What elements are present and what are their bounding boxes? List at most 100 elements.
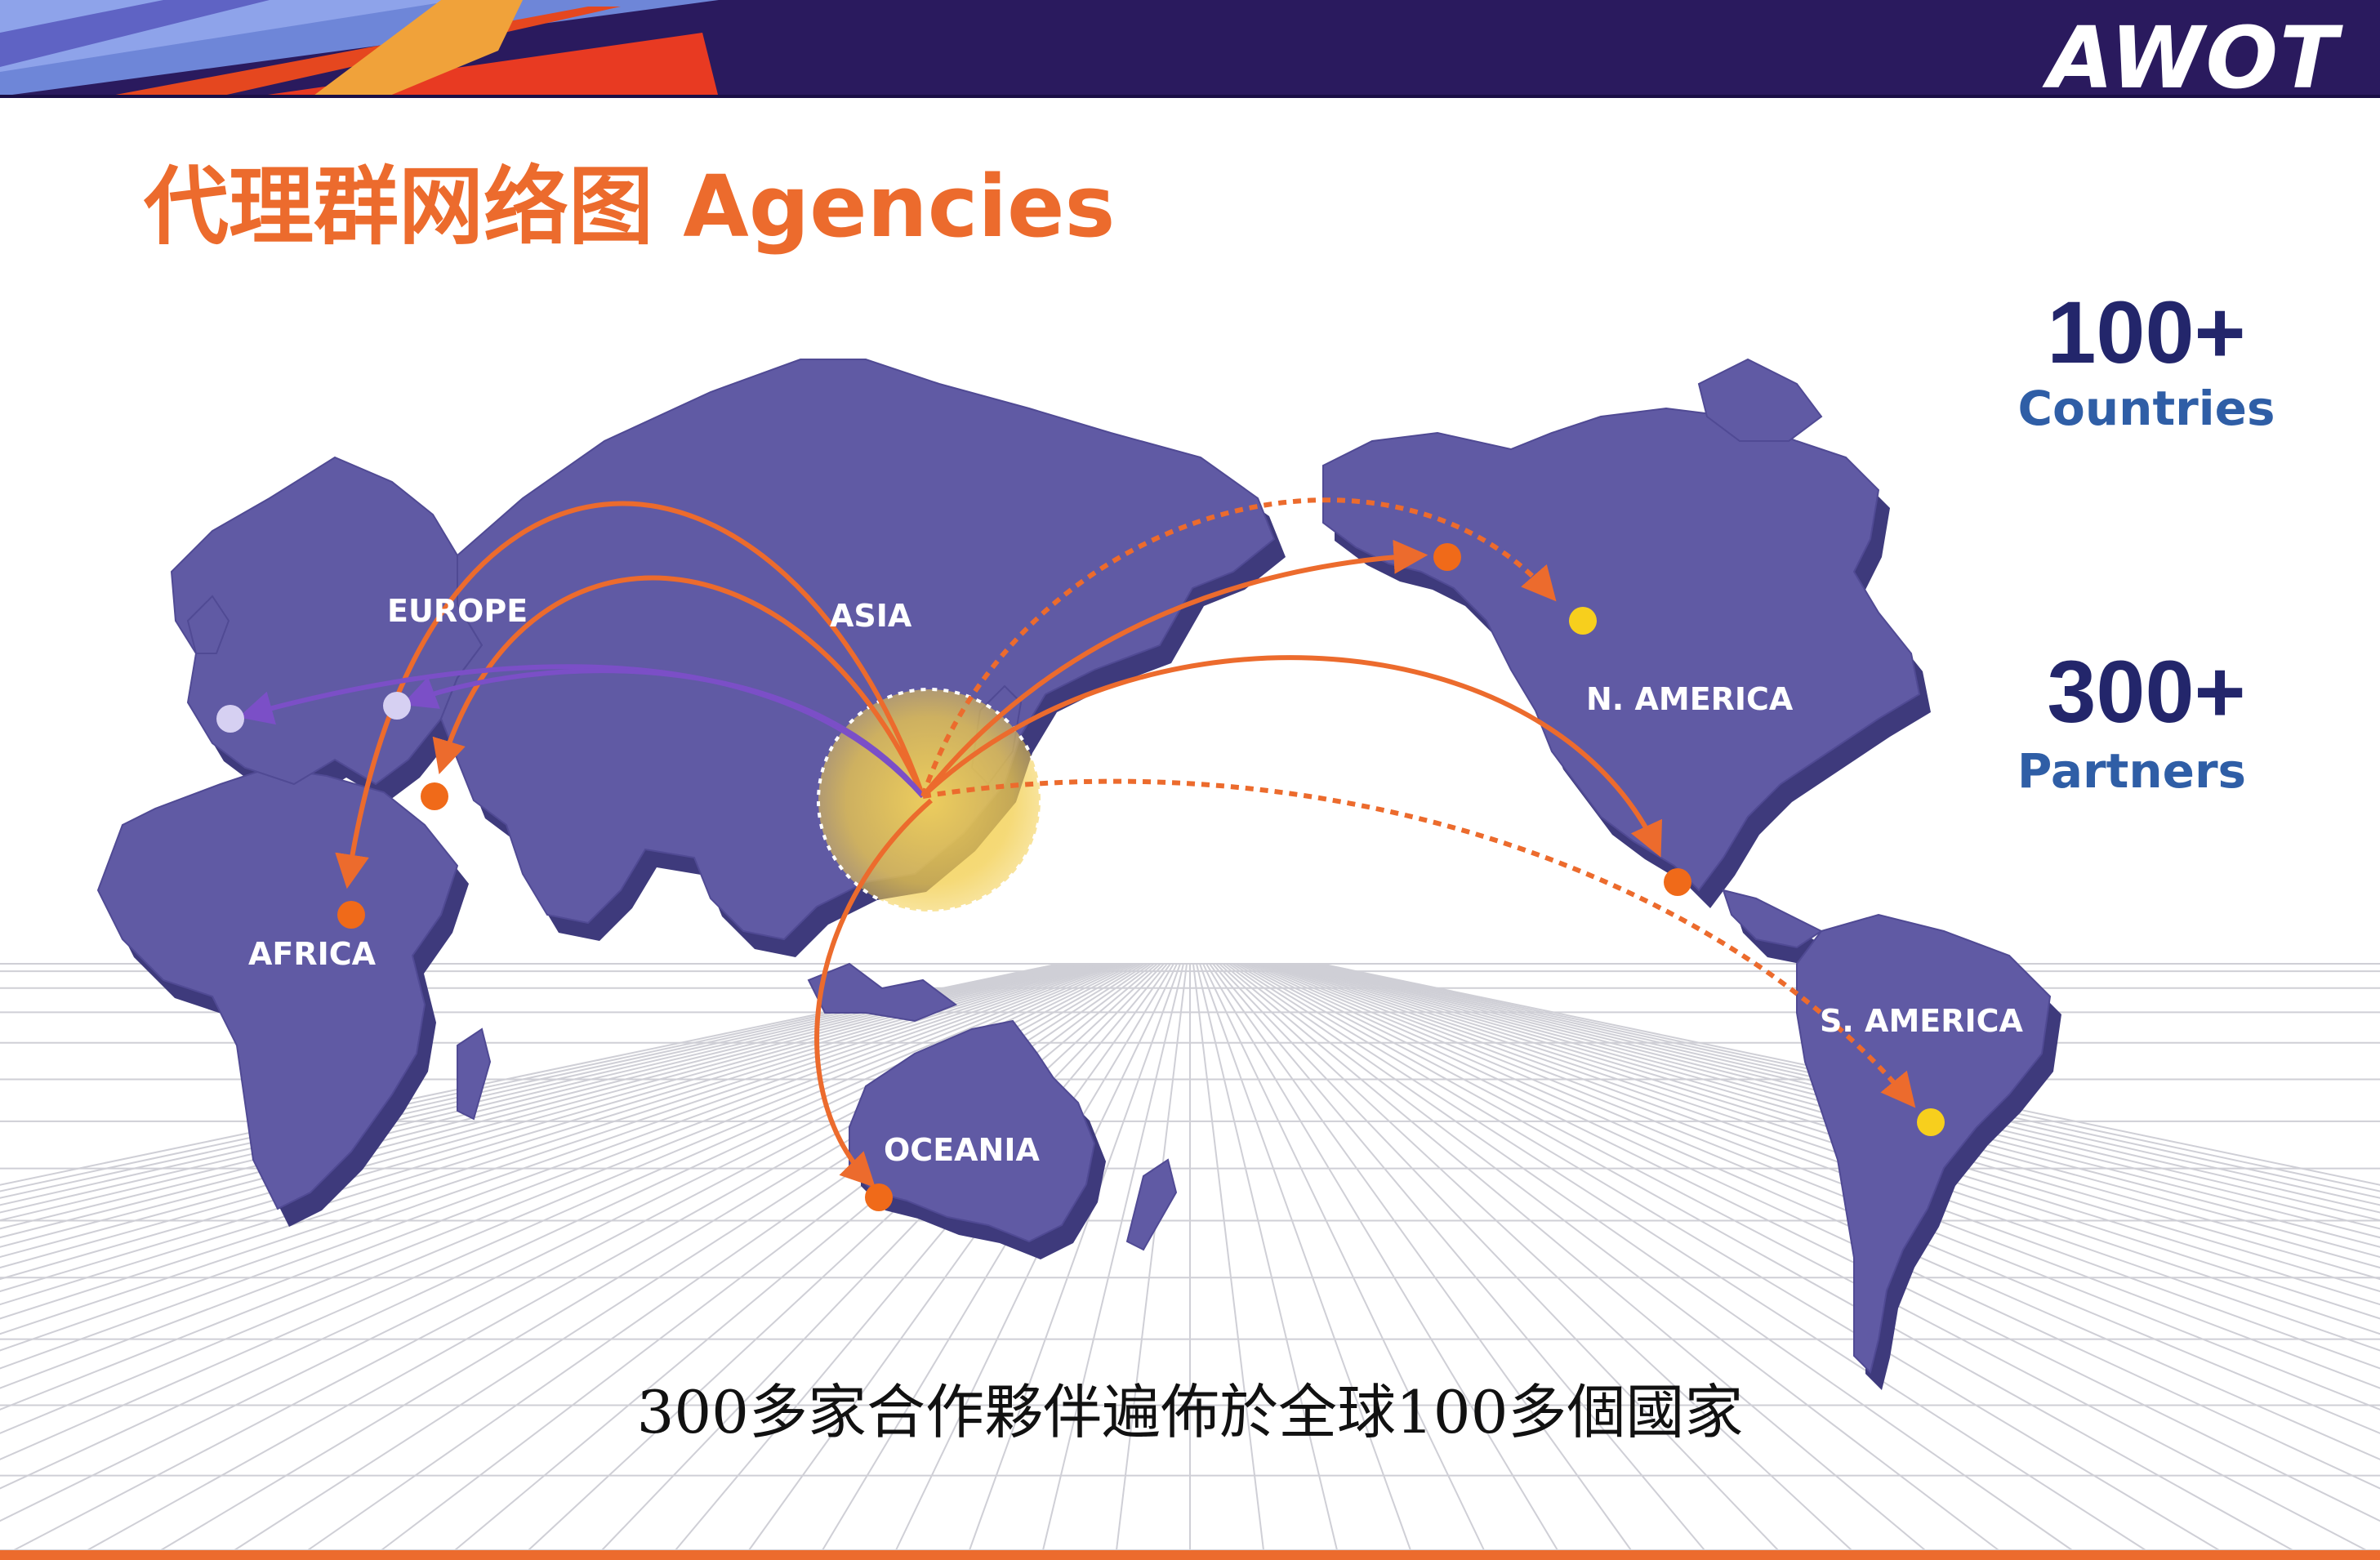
grid-line bbox=[1235, 963, 2220, 1551]
grid-line bbox=[1274, 963, 2380, 1320]
grid-line bbox=[1313, 963, 2380, 1199]
stat-partners-number: 300+ bbox=[2047, 642, 2246, 741]
grid-line bbox=[1290, 963, 2380, 1259]
grid-line bbox=[0, 963, 1122, 1411]
central-america-landmass bbox=[1722, 889, 1823, 949]
grid-line bbox=[1310, 963, 2380, 1206]
dot-oceania bbox=[865, 1183, 893, 1211]
connection-arcs bbox=[238, 497, 1916, 1188]
grid-line bbox=[0, 963, 1080, 1230]
grid-line bbox=[1317, 963, 2380, 1192]
grid-line bbox=[1192, 963, 1264, 1551]
bottom-accent-line bbox=[0, 1550, 2380, 1560]
dot-middle-east bbox=[421, 782, 448, 810]
grid-line bbox=[1284, 963, 2380, 1281]
grid-line bbox=[1245, 963, 2380, 1522]
grid-line bbox=[1281, 963, 2380, 1293]
grid-line bbox=[1264, 963, 2380, 1370]
uk-landmass bbox=[186, 595, 230, 654]
location-dots bbox=[216, 543, 1945, 1211]
grid-line bbox=[1238, 963, 2293, 1551]
grid-line bbox=[1209, 963, 1632, 1551]
arc-to-oceania bbox=[814, 798, 933, 1188]
grid-line bbox=[0, 963, 1086, 1248]
grid-line bbox=[1232, 963, 2146, 1551]
label-europe: EUROPE bbox=[387, 593, 528, 629]
grid-line bbox=[1196, 963, 1338, 1551]
indonesia-landmass bbox=[807, 962, 958, 1023]
new-zealand-landmass bbox=[1125, 1158, 1178, 1251]
grid-line bbox=[0, 963, 1096, 1281]
dot-africa bbox=[337, 901, 365, 929]
south-america-landmass bbox=[1796, 913, 2052, 1374]
dot-alaska bbox=[1433, 543, 1461, 571]
dot-mexico bbox=[1664, 868, 1691, 896]
grid-line bbox=[601, 963, 1165, 1551]
grid-line bbox=[1228, 963, 2073, 1551]
grid-line bbox=[1212, 963, 1705, 1551]
grid-line bbox=[1320, 963, 2380, 1186]
grid-line bbox=[0, 963, 1083, 1239]
grid-line bbox=[1271, 963, 2380, 1335]
grid-line bbox=[0, 963, 1090, 1259]
grid-line bbox=[1300, 963, 2380, 1230]
north-america-landmass bbox=[1322, 407, 1921, 892]
grid-line bbox=[0, 963, 1125, 1434]
dot-canada bbox=[1569, 607, 1597, 635]
grid-line bbox=[0, 963, 1106, 1320]
brand-logo: AWOT bbox=[2048, 8, 2339, 108]
grid-line bbox=[0, 963, 1099, 1293]
grid-line bbox=[1241, 963, 2367, 1551]
grid-line bbox=[969, 963, 1181, 1551]
grid-line bbox=[0, 963, 1067, 1199]
grid-line bbox=[675, 963, 1168, 1551]
grid-line bbox=[822, 963, 1174, 1551]
page-title: 代理群网络图 Agencies bbox=[144, 157, 1116, 256]
dot-south-america bbox=[1917, 1108, 1945, 1136]
arc-to-alaska bbox=[920, 539, 1428, 798]
grid-line bbox=[1202, 963, 1485, 1551]
stat-partners-label: Partners bbox=[2017, 743, 2247, 799]
grid-line bbox=[0, 963, 1073, 1214]
grid-line bbox=[0, 963, 1063, 1192]
stat-countries-label: Countries bbox=[2017, 381, 2275, 436]
arc-to-europe-central bbox=[402, 668, 925, 798]
grid-line bbox=[1258, 963, 2380, 1411]
grid-line bbox=[528, 963, 1161, 1551]
grid-line bbox=[1294, 963, 2380, 1248]
grid-line bbox=[0, 963, 1070, 1206]
header-band bbox=[0, 0, 2380, 98]
label-north-america: N. AMERICA bbox=[1586, 681, 1794, 717]
grid-line bbox=[1222, 963, 1926, 1551]
grid-line bbox=[1116, 963, 1188, 1551]
grid-line bbox=[0, 963, 1119, 1389]
footer-caption: 300多家合作夥伴遍佈於全球100多個國家 bbox=[636, 1378, 1744, 1446]
grid-line bbox=[1304, 963, 2380, 1222]
grid-line bbox=[748, 963, 1171, 1551]
grid-line bbox=[1199, 963, 1411, 1551]
grid-line bbox=[1261, 963, 2380, 1389]
dot-europe-central bbox=[383, 692, 411, 720]
grid-line bbox=[1206, 963, 1558, 1551]
grid-line bbox=[0, 963, 1116, 1370]
arc-to-canada-dotted bbox=[920, 497, 1557, 797]
arc-to-mexico bbox=[920, 655, 1662, 858]
grid-line bbox=[1297, 963, 2380, 1239]
grid-line bbox=[1277, 963, 2380, 1306]
grid-line bbox=[0, 963, 1093, 1269]
label-africa: AFRICA bbox=[248, 936, 377, 972]
grid-line bbox=[0, 963, 1103, 1306]
grid-line bbox=[1287, 963, 2380, 1269]
grid-line bbox=[0, 963, 1060, 1186]
stat-countries-number: 100+ bbox=[2047, 283, 2246, 381]
grid-line bbox=[0, 963, 1112, 1352]
label-south-america: S. AMERICA bbox=[1820, 1003, 2023, 1039]
label-oceania: OCEANIA bbox=[884, 1132, 1040, 1168]
grid-line bbox=[1042, 963, 1184, 1551]
grid-line bbox=[1268, 963, 2380, 1352]
dot-europe-west bbox=[216, 705, 244, 733]
grid-line bbox=[1215, 963, 1779, 1551]
grid-line bbox=[1219, 963, 1852, 1551]
